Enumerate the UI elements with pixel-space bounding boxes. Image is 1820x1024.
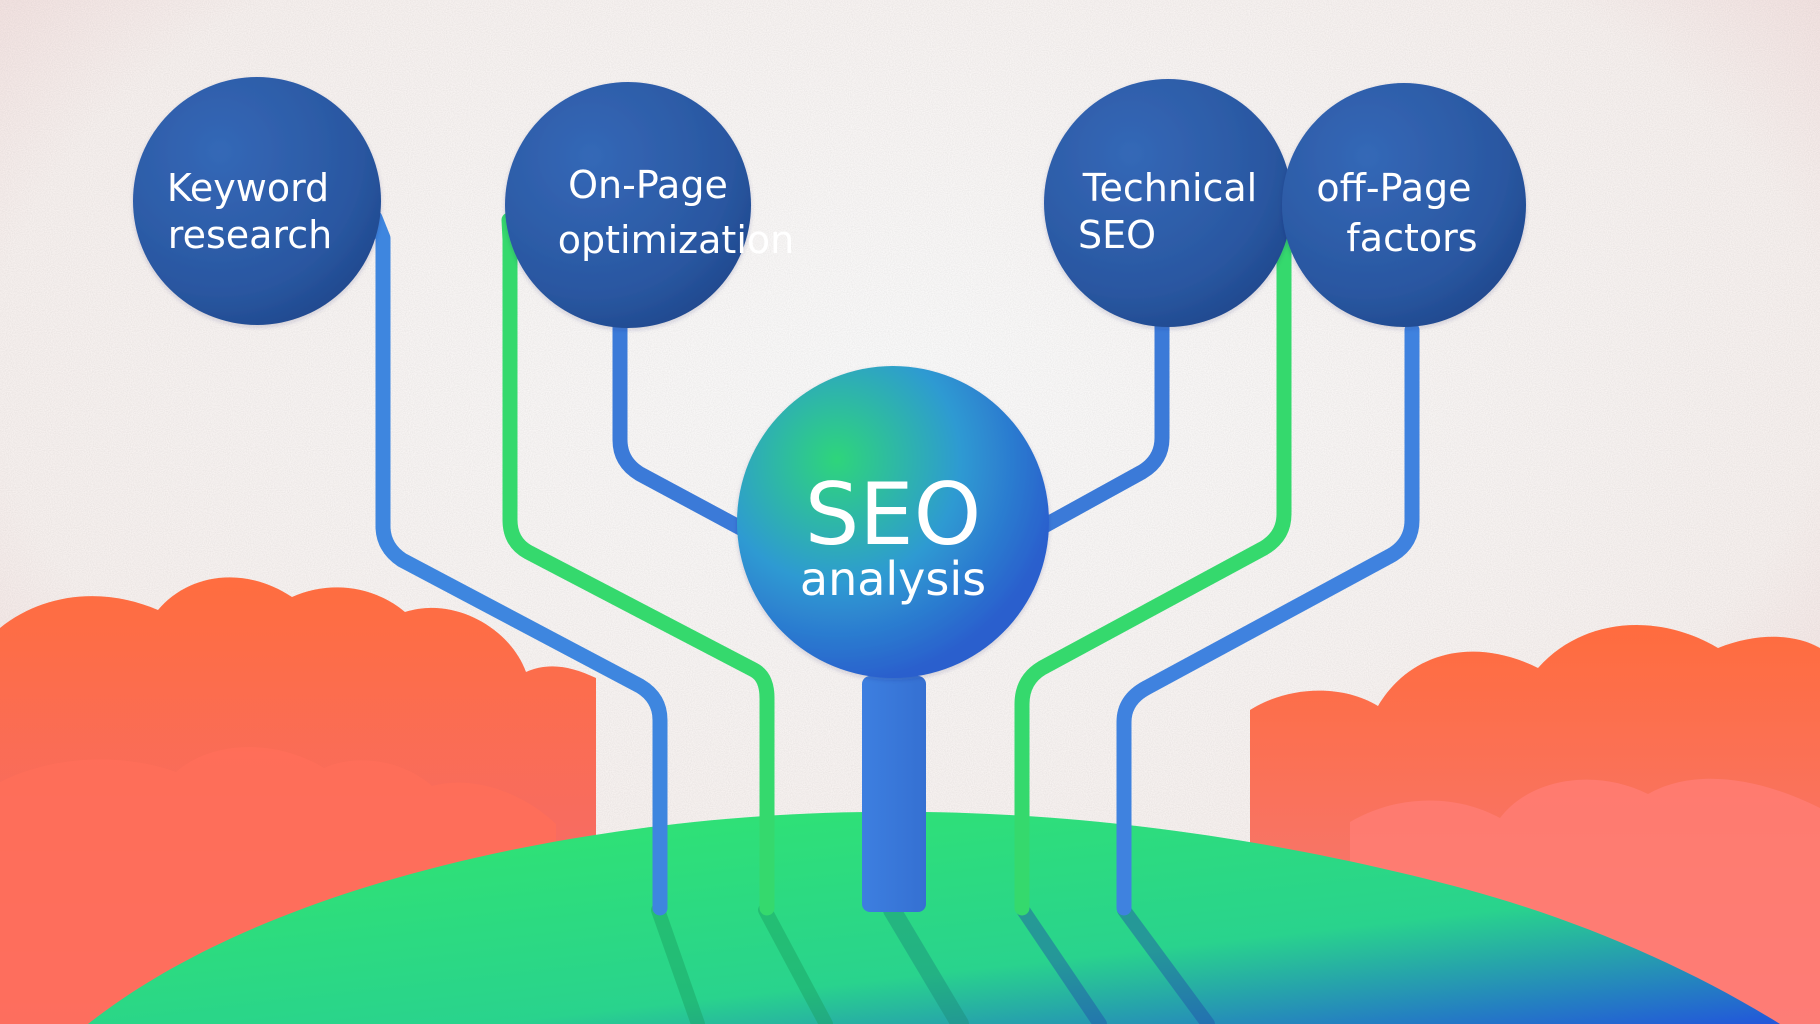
topic-node-line-1: On-Page xyxy=(568,163,728,207)
center-node-trunk xyxy=(862,676,926,912)
topic-node-line-1: Keyword xyxy=(167,166,329,210)
topic-node-line-2: SEO xyxy=(1078,213,1156,257)
topic-node-line-2: factors xyxy=(1346,216,1477,260)
branch-technical-seo xyxy=(1014,212,1292,916)
topic-node-circle xyxy=(133,77,381,325)
topic-node-circle xyxy=(1044,79,1292,327)
branch-technical-seo-center xyxy=(1036,304,1170,534)
topic-node-circle xyxy=(1282,83,1526,327)
branch-on-page-center xyxy=(612,304,756,540)
topic-node-off-page-factors: off-Page factors xyxy=(1282,83,1526,327)
topic-node-line-1: off-Page xyxy=(1316,166,1471,210)
center-node-subtitle: analysis xyxy=(800,552,986,606)
green-hill xyxy=(88,811,1780,1024)
topic-node-technical-seo: Technical SEO xyxy=(1044,79,1292,327)
branch-shadows xyxy=(651,901,1215,1024)
topic-node-circle xyxy=(505,82,751,328)
branch-keyword-research xyxy=(367,210,668,916)
center-node-title: SEO xyxy=(805,465,982,565)
topic-node-line-2: optimization xyxy=(558,218,794,262)
branch-on-page-optimization xyxy=(501,212,775,916)
branch-network xyxy=(367,210,1420,916)
topic-node-line-1: Technical xyxy=(1082,166,1258,210)
topic-node-keyword-research: Keyword research xyxy=(133,77,381,325)
center-node-circle xyxy=(737,366,1049,678)
center-node-group: SEO analysis xyxy=(737,366,1049,912)
topic-node-line-2: research xyxy=(168,213,332,257)
branch-off-page-factors xyxy=(1116,322,1420,916)
topic-node-on-page-optimization: On-Page optimization xyxy=(505,82,794,328)
